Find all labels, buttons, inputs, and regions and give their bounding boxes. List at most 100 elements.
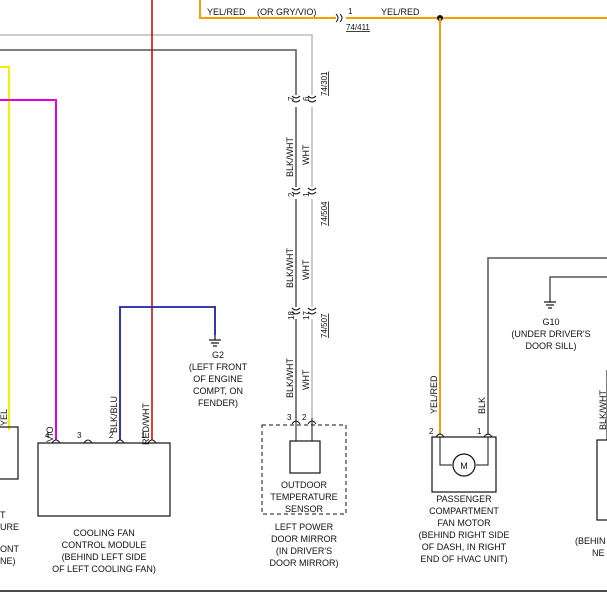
cfcm-blkblu-label: BLK/BLU bbox=[109, 396, 119, 433]
sensor-name: OUTDOOR TEMPERATURE SENSOR bbox=[270, 480, 337, 514]
wire-top-yel-red bbox=[199, 0, 336, 19]
svg-text:END OF HVAC UNIT): END OF HVAC UNIT) bbox=[420, 554, 507, 564]
svg-text:PASSENGER: PASSENGER bbox=[436, 494, 492, 504]
top-right-wire-label: YEL/RED bbox=[381, 7, 420, 17]
far-right-wire-label: BLK/WHT bbox=[598, 389, 607, 430]
motor-name: PASSENGER COMPARTMENT FAN MOTOR (BEHIND … bbox=[419, 494, 510, 564]
svg-text:COOLING FAN: COOLING FAN bbox=[73, 528, 135, 538]
svg-text:URE: URE bbox=[0, 522, 19, 532]
mirror-wire-right-1: WHT bbox=[301, 144, 311, 165]
connector-74-301 bbox=[291, 95, 317, 103]
ground-g10-desc: (UNDER DRIVER'S DOOR SILL) bbox=[511, 329, 590, 351]
motor-pin-1: 1 bbox=[477, 427, 482, 436]
wire-yellow bbox=[0, 66, 10, 430]
sensor-element bbox=[289, 440, 321, 474]
svg-text:COMPARTMENT: COMPARTMENT bbox=[429, 506, 499, 516]
svg-text:OF DASH, IN RIGHT: OF DASH, IN RIGHT bbox=[422, 542, 507, 552]
cfcm-pin-3: 3 bbox=[77, 431, 82, 440]
c3-right-pin: 17 bbox=[302, 311, 311, 320]
wire-motor-blk bbox=[487, 257, 607, 435]
c1-id: 74/301 bbox=[320, 71, 329, 96]
cfcm-pin-1: 1 bbox=[141, 431, 146, 440]
c1-left-pin: 7 bbox=[287, 96, 296, 101]
ground-g10-symbol bbox=[544, 301, 556, 309]
svg-text:(BEHIND LEFT SIDE: (BEHIND LEFT SIDE bbox=[62, 552, 147, 562]
far-left-yel-label: YEL bbox=[0, 409, 9, 426]
left-partial-component bbox=[0, 426, 19, 480]
svg-text:T: T bbox=[0, 510, 6, 520]
svg-text:COMPT, ON: COMPT, ON bbox=[193, 386, 243, 396]
svg-text:LEFT POWER: LEFT POWER bbox=[275, 522, 334, 532]
mirror-wire-left-1: BLK/WHT bbox=[285, 136, 295, 177]
top-left-wire-alt: (OR GRY/VIO) bbox=[257, 7, 316, 17]
motor-pin-2: 2 bbox=[429, 427, 434, 436]
c2-left-pin: 2 bbox=[287, 192, 296, 197]
ground-g2-desc: (LEFT FRONT OF ENGINE COMPT, ON FENDER) bbox=[189, 362, 248, 408]
sensor-location: LEFT POWER DOOR MIRROR (IN DRIVER'S DOOR… bbox=[270, 522, 339, 568]
wire-top-lightgray bbox=[0, 34, 313, 95]
top-conn-pin: 1 bbox=[348, 7, 353, 16]
svg-text:(IN DRIVER'S: (IN DRIVER'S bbox=[276, 546, 332, 556]
svg-text:NE): NE) bbox=[0, 556, 16, 566]
top-left-wire-label: YEL/RED bbox=[207, 7, 246, 17]
motor-blk-label: BLK bbox=[477, 397, 487, 414]
svg-text:OF ENGINE: OF ENGINE bbox=[193, 374, 243, 384]
cfcm-vio-label: VIO bbox=[45, 426, 55, 442]
cfcm-box bbox=[37, 442, 171, 517]
motor-symbol-circle bbox=[452, 453, 476, 477]
motor-box bbox=[431, 436, 497, 493]
svg-text:SENSOR: SENSOR bbox=[285, 504, 324, 514]
left-partial-name: T URE ONT NE) bbox=[0, 510, 20, 566]
cfcm-pin-2: 2 bbox=[109, 431, 114, 440]
right-partial-component bbox=[596, 439, 607, 521]
c3-id: 74/507 bbox=[320, 313, 329, 338]
top-conn-id: 74/411 bbox=[346, 23, 370, 32]
mirror-wire-right-3: WHT bbox=[301, 369, 311, 390]
right-partial-name: (BEHIN NE bbox=[575, 536, 606, 558]
wire-g10 bbox=[549, 276, 607, 302]
wire-blue bbox=[119, 306, 216, 440]
connector-74-507 bbox=[291, 307, 317, 315]
ground-g2-symbol bbox=[209, 335, 221, 347]
svg-text:ONT: ONT bbox=[0, 544, 20, 554]
sensor-pin-markers bbox=[291, 420, 317, 425]
ground-g2-id: G2 bbox=[212, 350, 224, 360]
svg-text:OUTDOOR: OUTDOOR bbox=[281, 480, 327, 490]
motor-pin-markers bbox=[435, 433, 493, 438]
c2-id: 74/504 bbox=[320, 201, 329, 226]
motor-symbol-letter: M bbox=[460, 461, 468, 471]
connector-74-504 bbox=[291, 187, 317, 195]
sensor-pin-2: 2 bbox=[302, 413, 307, 422]
c3-left-pin: 18 bbox=[287, 311, 296, 320]
svg-text:DOOR SILL): DOOR SILL) bbox=[525, 341, 576, 351]
wire-magenta bbox=[0, 99, 57, 440]
mirror-wire-right-2: WHT bbox=[301, 259, 311, 280]
svg-text:(LEFT FRONT: (LEFT FRONT bbox=[189, 362, 248, 372]
svg-text:FENDER): FENDER) bbox=[198, 398, 238, 408]
svg-text:OF LEFT COOLING FAN): OF LEFT COOLING FAN) bbox=[52, 564, 156, 574]
svg-text:NE: NE bbox=[592, 548, 605, 558]
cfcm-pin-markers bbox=[51, 439, 157, 444]
motor-yelred-label: YEL/RED bbox=[429, 375, 439, 414]
cfcm-pin-4: 4 bbox=[45, 431, 50, 440]
connector-74-411 bbox=[335, 13, 343, 23]
sensor-dashed-box bbox=[261, 424, 347, 515]
mirror-wire-left-3: BLK/WHT bbox=[285, 357, 295, 398]
cfcm-name: COOLING FAN CONTROL MODULE (BEHIND LEFT … bbox=[52, 528, 156, 574]
svg-text:DOOR MIRROR: DOOR MIRROR bbox=[271, 534, 337, 544]
svg-text:CONTROL MODULE: CONTROL MODULE bbox=[62, 540, 147, 550]
svg-text:DOOR MIRROR): DOOR MIRROR) bbox=[270, 558, 339, 568]
motor-internal-wiring bbox=[439, 437, 489, 466]
sensor-pin-3: 3 bbox=[287, 413, 292, 422]
ground-g10-id: G10 bbox=[542, 317, 559, 327]
c1-right-pin: 6 bbox=[302, 96, 311, 101]
svg-text:(UNDER DRIVER'S: (UNDER DRIVER'S bbox=[511, 329, 590, 339]
svg-text:FAN MOTOR: FAN MOTOR bbox=[437, 518, 491, 528]
cfcm-redwht-label: RED/WHT bbox=[141, 403, 151, 445]
wire-top-gray bbox=[0, 49, 297, 95]
svg-text:(BEHIND RIGHT SIDE: (BEHIND RIGHT SIDE bbox=[419, 530, 510, 540]
mirror-wire-left-2: BLK/WHT bbox=[285, 247, 295, 288]
c2-right-pin: 1 bbox=[302, 192, 311, 197]
svg-text:(BEHIN: (BEHIN bbox=[575, 536, 606, 546]
